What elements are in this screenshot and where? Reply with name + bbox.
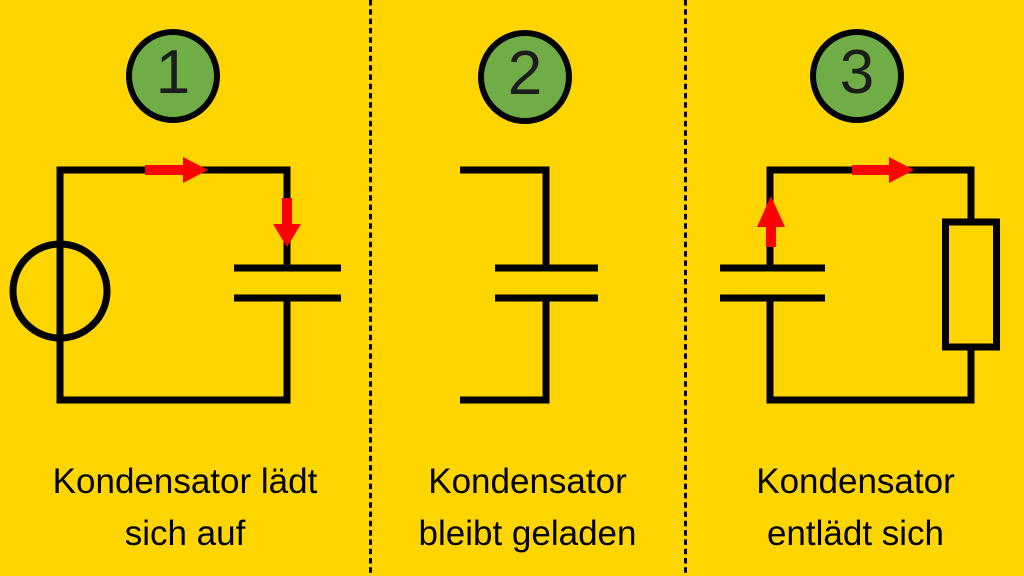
voltage-source-icon xyxy=(9,240,111,342)
circuit-3 xyxy=(720,166,1000,404)
caption-line: sich auf xyxy=(124,514,246,553)
wire xyxy=(766,166,975,404)
step-badge-3: 3 xyxy=(810,29,904,123)
circuit-2 xyxy=(460,166,598,404)
circuit-1 xyxy=(9,166,341,404)
wire xyxy=(56,166,291,404)
current-arrow-right-icon xyxy=(852,157,914,183)
current-arrow-up-icon xyxy=(757,196,785,247)
current-arrow-down-icon xyxy=(273,198,301,247)
caption-line: bleibt geladen xyxy=(418,514,637,553)
step-badge-2: 2 xyxy=(478,30,572,124)
current-arrow-right-icon xyxy=(145,157,208,183)
step-number: 2 xyxy=(507,39,543,108)
caption-line: Kondensator xyxy=(428,462,627,501)
caption-panel-2: Kondensator bleibt geladen xyxy=(372,456,683,560)
capacitor-icon xyxy=(495,264,598,302)
step-number: 1 xyxy=(155,38,191,107)
caption-panel-1: Kondensator lädt sich auf xyxy=(2,456,368,560)
step-badge-1: 1 xyxy=(126,29,220,123)
caption-line: Kondensator lädt xyxy=(52,462,318,501)
caption-line: Kondensator xyxy=(756,462,955,501)
step-number: 3 xyxy=(839,38,875,107)
resistor-icon xyxy=(942,218,1000,351)
capacitor-icon xyxy=(720,264,825,302)
caption-line: entlädt sich xyxy=(766,514,945,553)
caption-panel-3: Kondensator entlädt sich xyxy=(687,456,1024,560)
wire xyxy=(460,166,550,404)
capacitor-icon xyxy=(234,264,341,302)
